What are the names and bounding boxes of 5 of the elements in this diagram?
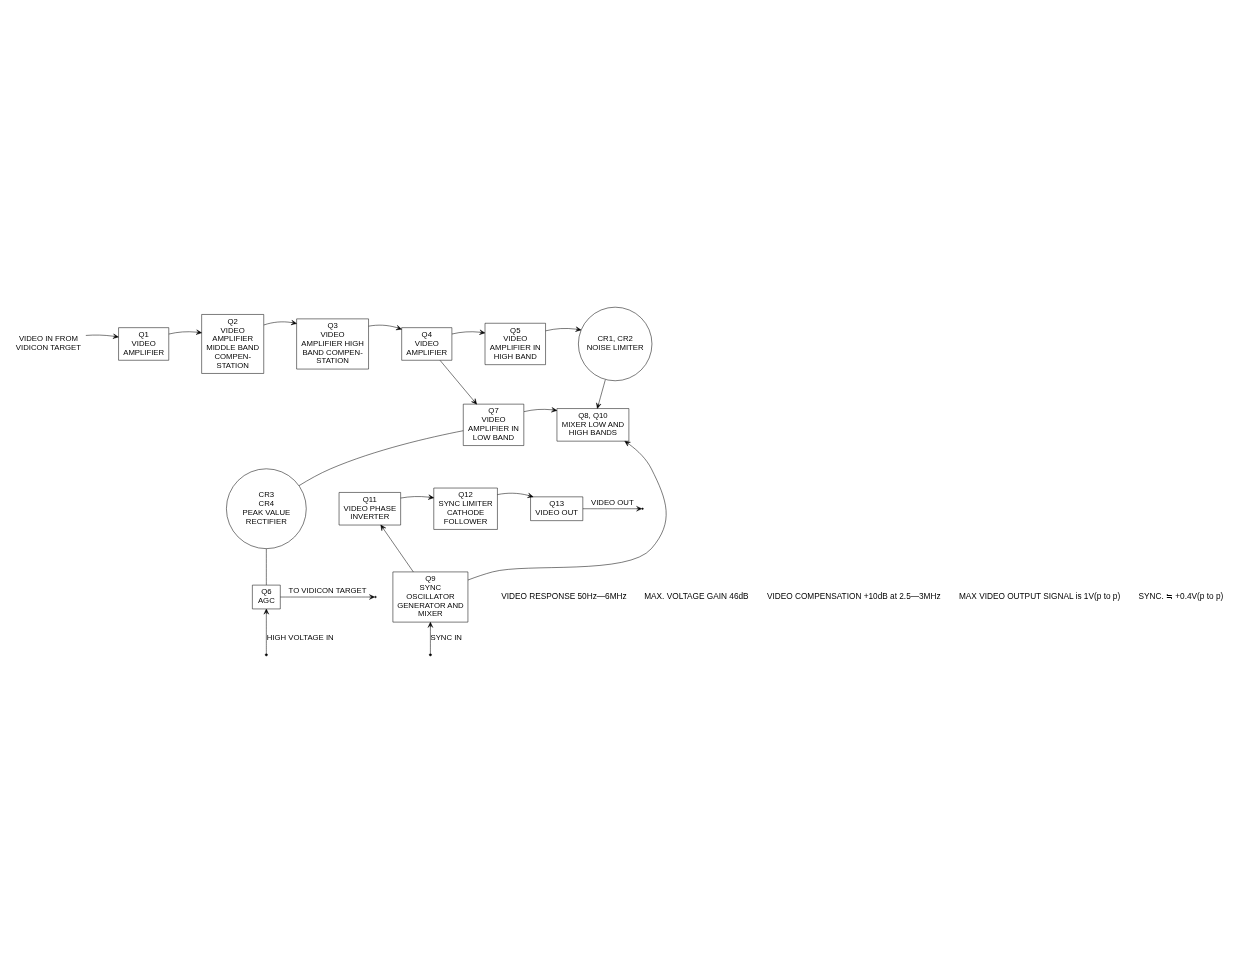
- label: VIDEO COMPENSATION +10dB at 2.5—3MHz: [766, 591, 941, 601]
- label: MAX. VOLTAGE GAIN 46dB: [644, 591, 749, 601]
- label: VIDEO RESPONSE 50Hz—6MHz: [501, 591, 627, 601]
- label: SYNC. ≒ +0.4V(p to p): [1138, 591, 1224, 601]
- label: MAX VIDEO OUTPUT SIGNAL is 1V(p to p): [958, 591, 1121, 601]
